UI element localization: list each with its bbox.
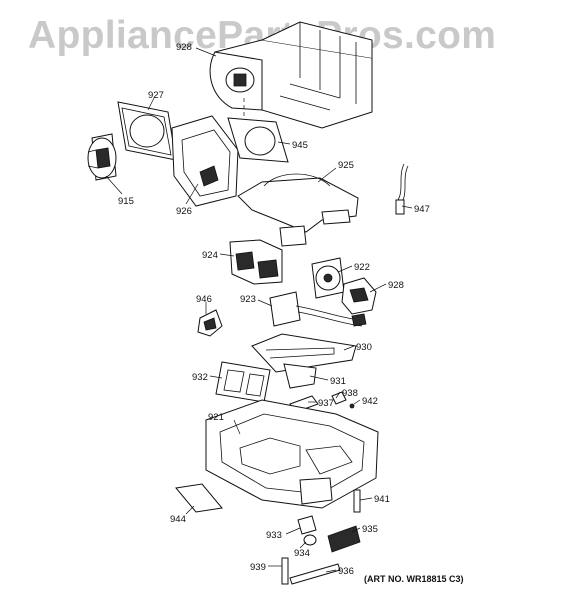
part-921-housing	[205, 399, 379, 509]
part-923-motor	[269, 291, 367, 327]
callout-labels: 928 927 945 915 926 925 947 924 922 928 …	[118, 42, 464, 584]
callout-926: 926	[176, 206, 192, 217]
callout-921: 921	[208, 412, 224, 423]
callout-922: 922	[354, 262, 370, 273]
callout-945: 945	[292, 140, 308, 151]
leader-lines	[105, 47, 413, 573]
part-930-plate	[251, 333, 357, 373]
callout-931: 931	[330, 376, 346, 387]
part-928-housing	[209, 21, 373, 129]
callout-946: 946	[196, 294, 212, 305]
callout-947: 947	[414, 204, 430, 215]
part-946-bracket	[197, 309, 223, 337]
callout-925: 925	[338, 160, 354, 171]
callout-930: 930	[356, 342, 372, 353]
callout-944: 944	[170, 514, 186, 525]
callout-928-top: 928	[176, 42, 192, 53]
part-945-gasket	[227, 117, 289, 163]
callout-936: 936	[338, 566, 354, 577]
callout-932: 932	[192, 372, 208, 383]
callout-935: 935	[362, 524, 378, 535]
art-number: (ART NO. WR18815 C3)	[364, 574, 464, 584]
callout-941: 941	[374, 494, 390, 505]
callout-928-heater: 928	[388, 280, 404, 291]
part-944-plate	[175, 483, 223, 513]
part-926-duct	[171, 115, 239, 207]
part-947-sensor	[395, 163, 409, 215]
part-925-cover	[237, 173, 359, 247]
part-927-gasket	[117, 101, 177, 161]
callout-942: 942	[362, 396, 378, 407]
part-931-bracket	[283, 363, 317, 389]
part-915-fan	[87, 133, 117, 181]
callout-933: 933	[266, 530, 282, 541]
callout-927: 927	[148, 90, 164, 101]
callout-937: 937	[318, 398, 334, 409]
part-941-strip	[353, 489, 361, 513]
part-932-filter	[215, 361, 271, 403]
callout-923: 923	[240, 294, 256, 305]
part-928-heater	[341, 277, 377, 315]
callout-924: 924	[202, 250, 218, 261]
callout-934: 934	[294, 548, 310, 559]
callout-915: 915	[118, 196, 134, 207]
part-933-934-switch	[297, 515, 317, 546]
part-924-damper	[229, 239, 283, 285]
callout-938: 938	[342, 388, 358, 399]
part-922-fan	[311, 257, 345, 299]
part-936-bar	[289, 563, 341, 585]
callout-939: 939	[250, 562, 266, 573]
part-935-grille	[327, 525, 361, 553]
part-939-strip	[281, 557, 289, 585]
